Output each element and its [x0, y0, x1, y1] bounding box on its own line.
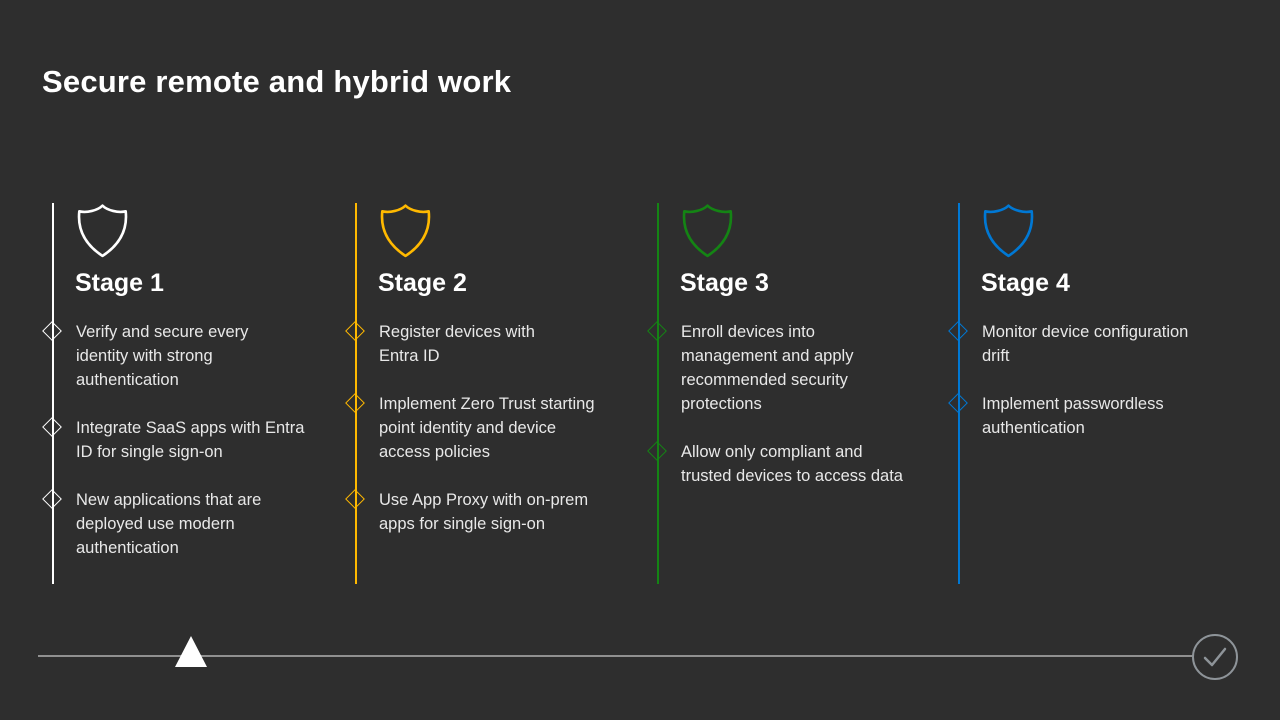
shield-icon [983, 204, 1034, 258]
diamond-bullet-icon [42, 321, 62, 341]
diamond-bullet-icon [42, 417, 62, 437]
stage-bullet-item: Implement passwordless authentication [948, 392, 1258, 440]
shield-icon [682, 204, 733, 258]
checkmark-icon [1203, 647, 1227, 667]
stage-3-heading: Stage 3 [680, 269, 769, 297]
progress-line [38, 655, 1193, 657]
stage-2-items: Register devices with Entra ID Implement… [345, 320, 655, 560]
stage-2-timeline-line [355, 203, 357, 584]
shield-icon [380, 204, 431, 258]
stage-column-4: Stage 4 Monitor device configuration dri… [948, 203, 1258, 623]
stage-bullet-item: Use App Proxy with on-prem apps for sing… [345, 488, 655, 536]
check-circle-icon [1192, 634, 1238, 680]
stage-column-3: Stage 3 Enroll devices into management a… [647, 203, 957, 623]
stage-4-items: Monitor device configuration drift Imple… [948, 320, 1258, 464]
stage-bullet-item: Integrate SaaS apps with Entra ID for si… [42, 416, 352, 464]
stage-bullet-item: New applications that are deployed use m… [42, 488, 352, 560]
stage-3-timeline-line [657, 203, 659, 584]
stage-bullet-item: Allow only compliant and trusted devices… [647, 440, 957, 488]
slide-title: Secure remote and hybrid work [42, 64, 512, 99]
stage-bullet-item: Enroll devices into management and apply… [647, 320, 957, 416]
stage-1-items: Verify and secure every identity with st… [42, 320, 352, 584]
shield-icon [77, 204, 128, 258]
stage-4-timeline-line [958, 203, 960, 584]
stage-3-items: Enroll devices into management and apply… [647, 320, 957, 512]
stage-bullet-item: Monitor device configuration drift [948, 320, 1258, 368]
stage-bullet-item: Verify and secure every identity with st… [42, 320, 352, 392]
triangle-up-icon [175, 636, 207, 667]
stage-bullet-item: Register devices with Entra ID [345, 320, 655, 368]
diamond-bullet-icon [42, 489, 62, 509]
stage-1-heading: Stage 1 [75, 269, 164, 297]
stage-4-heading: Stage 4 [981, 269, 1070, 297]
stage-bullet-item: Implement Zero Trust starting point iden… [345, 392, 655, 464]
stage-column-2: Stage 2 Register devices with Entra ID I… [345, 203, 655, 623]
stage-2-heading: Stage 2 [378, 269, 467, 297]
stage-1-timeline-line [52, 203, 54, 584]
stage-column-1: Stage 1 Verify and secure every identity… [42, 203, 352, 623]
